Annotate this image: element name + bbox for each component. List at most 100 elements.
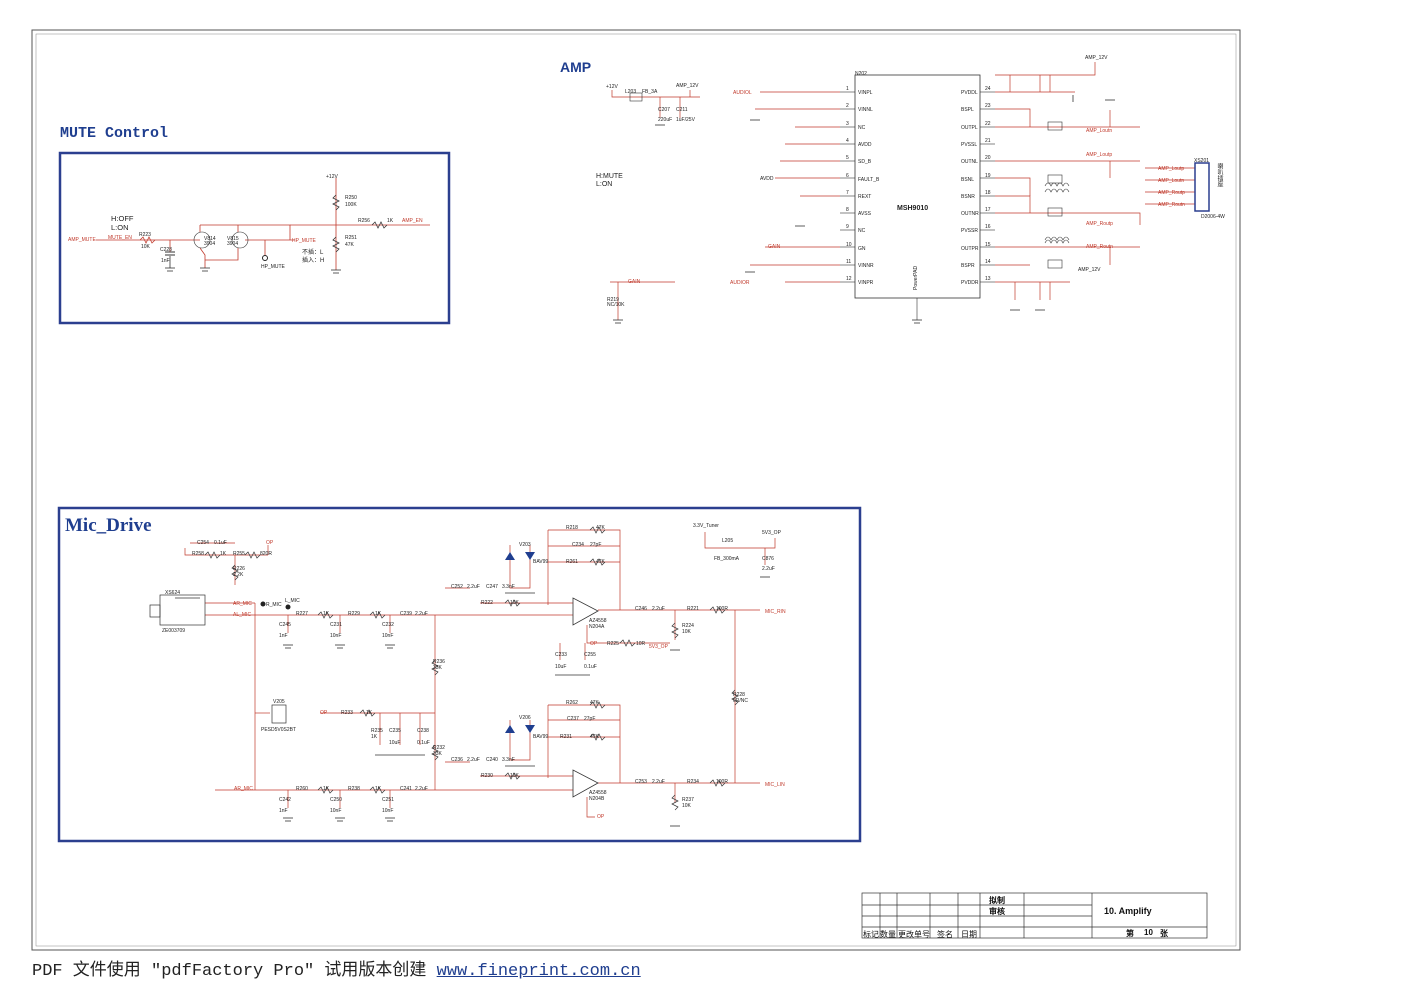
tb-title: 10. Amplify [1104, 906, 1152, 916]
chip-left-pin: VINPL [858, 90, 873, 96]
mute-note-off: H:OFF [111, 214, 134, 223]
chip-right-pin-number: 24 [985, 86, 991, 92]
chip-right-pin-number: 23 [985, 103, 991, 110]
l203-value: FB_3A [642, 89, 658, 95]
c233-ref: C233 [555, 652, 567, 658]
c242-value: 1nF [279, 808, 288, 814]
l205-value: FB_300mA [714, 556, 740, 562]
chip-right-pin: PVDDL [961, 90, 978, 96]
bav99-b: BAV99 [533, 734, 549, 740]
r237-value: 10K [682, 803, 691, 809]
chip-left-pin: NC [858, 228, 866, 235]
c236-ref: C236 [451, 757, 463, 763]
op-net-b: OP [320, 710, 328, 716]
amp-chip-body [854, 74, 981, 299]
chip-right-pin-number: 20 [985, 155, 991, 162]
gain-net: GAIN [768, 244, 781, 250]
conn-loutp: AMP_Loutp [1158, 166, 1185, 172]
c876-value: 2.2uF [762, 566, 775, 572]
r251-ref: R251 [345, 235, 357, 241]
outer-border [31, 29, 1241, 951]
chip-right-pin-number: 15 [985, 241, 991, 248]
jack-part: ZE003709 [162, 628, 186, 634]
r224-ref: R224 [682, 623, 694, 629]
c228-value: 1nF [161, 258, 170, 264]
opamp-a-part: AZ4558 [589, 618, 607, 624]
tb-page-suffix: 张 [1160, 929, 1168, 938]
sv3op-top: 5V3_OP [762, 530, 781, 536]
chip-left-pin: VINPR [858, 280, 874, 287]
r235-value: 1K [371, 734, 378, 740]
r224-value: 10K [682, 629, 691, 635]
r234-value: 100R [716, 779, 728, 785]
r233-value: 1K [366, 710, 373, 716]
r237-ref: R237 [682, 797, 694, 803]
l203-ref: L203 [625, 89, 637, 95]
chip-right-pin-number: 18 [985, 189, 991, 196]
c239-value: 2.2uF [415, 611, 428, 617]
c232-value: 10nF [382, 633, 394, 639]
v206-ref: V206 [519, 715, 531, 721]
chip-left-pin: SD_B [858, 159, 872, 166]
r260-ref: R260 [296, 786, 308, 792]
r261-ref: R261 [566, 559, 578, 565]
c254-ref: C254 [197, 540, 209, 546]
chip-left-pin-number: 2 [846, 103, 849, 110]
chip-right-pin: BSPR [961, 263, 975, 269]
xs624-ref: XS624 [165, 590, 181, 596]
chip-right-pin-number: 14 [985, 259, 991, 265]
chip-left-pin-number: 3 [846, 120, 849, 127]
l-mic-testpoint [285, 604, 291, 610]
c251-ref: C251 [382, 797, 394, 803]
chip-right-pin: OUTNL [961, 159, 978, 166]
op-net-c: OP [597, 814, 605, 820]
r235-ref: R235 [371, 728, 383, 734]
chip-right-pin-number: 21 [985, 137, 991, 144]
r222-value: 10K [510, 600, 519, 606]
chip-left-pin: VINNR [858, 263, 874, 269]
r222-ref: R222 [481, 600, 493, 606]
c207-ref: C207 [658, 107, 670, 113]
esd-protector [271, 704, 287, 724]
fineprint-link[interactable]: www.fineprint.com.cn [436, 962, 641, 981]
r227-ref: R227 [296, 611, 308, 617]
r223-value: 10K [141, 244, 150, 250]
mic-section-title: Mic_Drive [65, 515, 152, 536]
connector-name: 喇叭插座 [1216, 163, 1222, 187]
r225-ref: R225 [607, 641, 619, 647]
v205-ref: V205 [273, 699, 285, 705]
c239-ref: C239 [400, 611, 412, 617]
chip-right-pin-number: 19 [985, 172, 991, 179]
r251-value: 47K [345, 242, 354, 248]
mic-drive-block [57, 506, 862, 843]
chip-left-pin-number: 9 [846, 224, 849, 231]
mute-control-block [58, 151, 451, 325]
r262-value: 47K [590, 700, 599, 706]
mute-en-net: MUTE_EN [108, 235, 132, 241]
r233-ref: R233 [341, 710, 353, 716]
mute-12v-label: +12V [326, 174, 338, 180]
c253-ref: C253 [635, 779, 647, 785]
tb-col-sign: 签名 [937, 930, 953, 939]
mic-lin-net: MIC_LIN [765, 782, 785, 788]
v815-value: 3904 [227, 241, 239, 247]
c233-value: 10uF [555, 664, 567, 670]
chip-left-pin: AVSS [858, 211, 871, 218]
c237-value: 27pF [584, 716, 596, 722]
chip-left-pin: AVDD [858, 141, 872, 148]
amp-12v-top: AMP_12V [1085, 55, 1108, 61]
r219-value: NC/10K [607, 302, 625, 308]
chip-right-pin: PVSSR [961, 228, 978, 235]
tuner-net: 3.3V_Tuner [693, 523, 719, 529]
r226-value: 2.2K [233, 572, 244, 578]
mic-frame [57, 506, 862, 843]
chip-left-pin: GN [858, 245, 866, 252]
chip-left-pin-number: 6 [846, 172, 849, 179]
r228-ref: R228 [733, 692, 745, 698]
c250-ref: C250 [330, 797, 342, 803]
speaker-connector [1194, 162, 1210, 212]
chip-right-pin-number: 16 [985, 224, 991, 231]
chip-right-pin: BSNR [961, 193, 975, 200]
chip-name: MSH9010 [897, 205, 929, 212]
amp-routn-net: AMP_Routn [1086, 244, 1113, 250]
